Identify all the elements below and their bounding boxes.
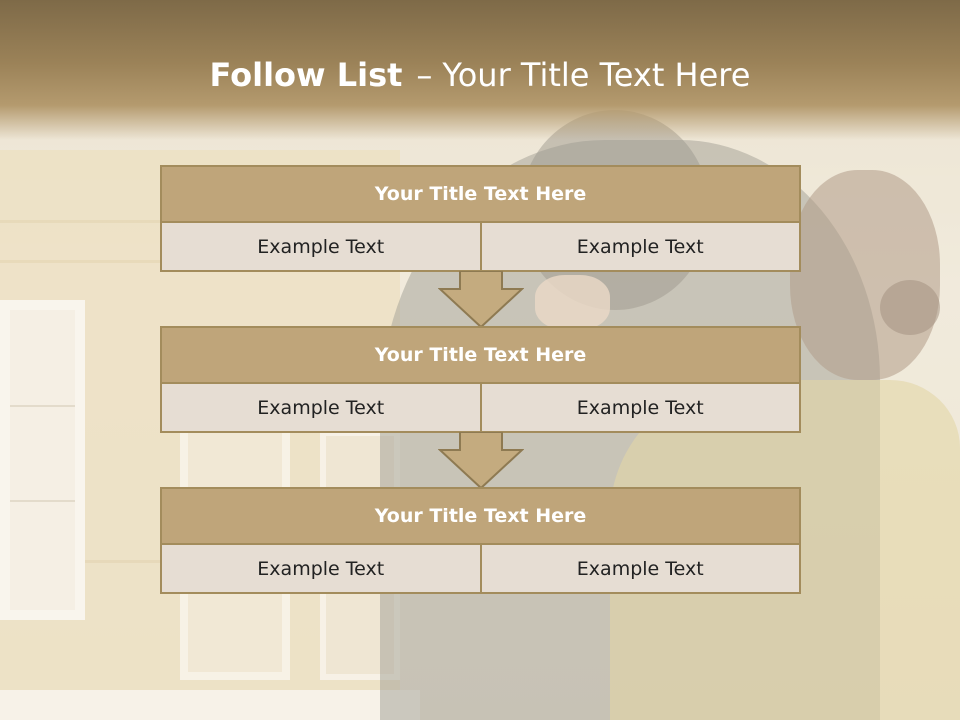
block-cell-right[interactable]: Example Text — [479, 384, 799, 431]
woman-hair-bun — [880, 280, 940, 335]
block-row: Example Text Example Text — [162, 384, 799, 431]
block-cell-left[interactable]: Example Text — [162, 545, 480, 592]
woman-hair — [790, 170, 940, 380]
list-block-1[interactable]: Your Title Text Here Example Text Exampl… — [160, 165, 801, 272]
slide-title-bold: Follow List — [209, 56, 403, 94]
block-title[interactable]: Your Title Text Here — [162, 489, 799, 545]
block-row: Example Text Example Text — [162, 545, 799, 592]
title-band: Follow List–Your Title Text Here — [0, 0, 960, 140]
fence — [0, 690, 420, 720]
block-cell-left[interactable]: Example Text — [162, 384, 480, 431]
block-cell-right[interactable]: Example Text — [479, 223, 799, 270]
list-block-3[interactable]: Your Title Text Here Example Text Exampl… — [160, 487, 801, 594]
hand — [535, 275, 610, 330]
house-window — [0, 300, 85, 620]
list-block-2[interactable]: Your Title Text Here Example Text Exampl… — [160, 326, 801, 433]
block-title[interactable]: Your Title Text Here — [162, 328, 799, 384]
slide-title-separator: – — [416, 56, 433, 94]
slide-title[interactable]: Follow List–Your Title Text Here — [0, 56, 960, 94]
block-row: Example Text Example Text — [162, 223, 799, 270]
block-cell-right[interactable]: Example Text — [479, 545, 799, 592]
down-arrow-icon — [438, 271, 524, 329]
block-cell-left[interactable]: Example Text — [162, 223, 480, 270]
block-title[interactable]: Your Title Text Here — [162, 167, 799, 223]
slide-title-text: Your Title Text Here — [442, 56, 751, 94]
down-arrow-icon — [438, 432, 524, 490]
